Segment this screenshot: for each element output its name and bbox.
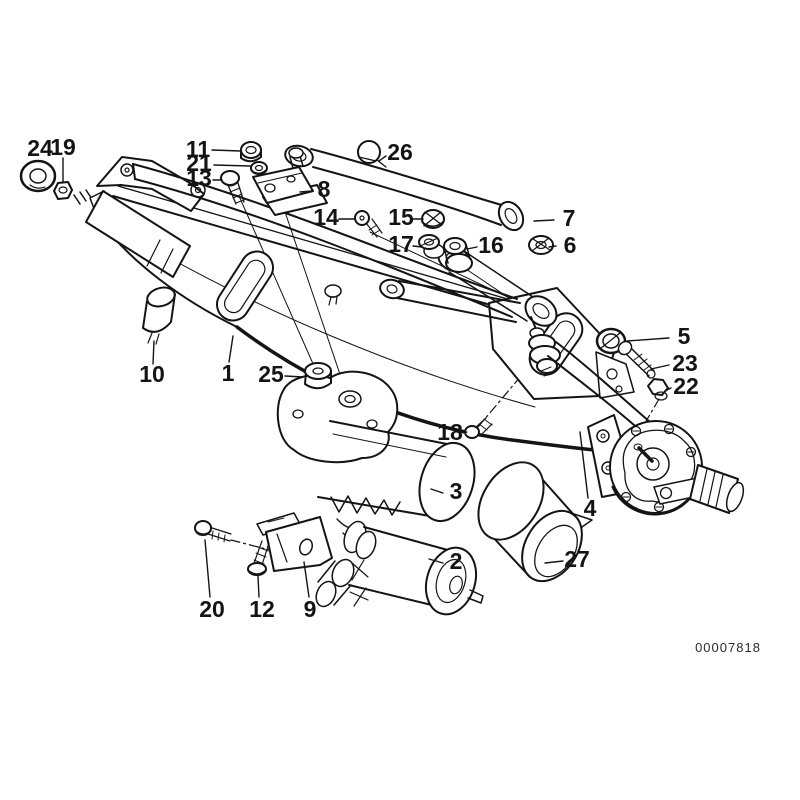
- washer-17: [418, 234, 445, 259]
- nut-11: [240, 141, 262, 163]
- frame-bolt: [324, 284, 342, 306]
- callout-23: 23: [672, 350, 698, 376]
- bolt-13: [220, 170, 245, 205]
- callout-9: 9: [304, 596, 317, 622]
- callout-24: 24: [27, 135, 53, 161]
- nut-15: [421, 209, 445, 229]
- bracket-8: [252, 147, 328, 216]
- callout-6: 6: [564, 232, 577, 258]
- gearbox-4: [587, 414, 709, 516]
- callout-27: 27: [564, 546, 590, 572]
- frame-bracket-arm: [595, 351, 635, 399]
- bushing-16: [443, 237, 473, 273]
- callout-17: 17: [388, 231, 414, 257]
- linkage-rod-lower: [132, 163, 518, 318]
- callout-25: 25: [258, 361, 284, 387]
- callout-26: 26: [387, 139, 413, 165]
- bolt-23: [617, 340, 656, 379]
- callout-19: 19: [50, 134, 76, 160]
- seal-ring-24: [19, 159, 57, 193]
- callout-5: 5: [678, 323, 691, 349]
- screw-12: [247, 540, 270, 576]
- callout-18: 18: [437, 419, 463, 445]
- callout-14: 14: [313, 204, 339, 230]
- callout-2: 2: [450, 548, 463, 574]
- callout-8: 8: [318, 176, 331, 202]
- mounting-bracket-9: [265, 516, 333, 572]
- callout-20: 20: [199, 596, 225, 622]
- callout-16: 16: [478, 232, 504, 258]
- brush-holder: [315, 558, 369, 608]
- hex-nut-19: [53, 181, 73, 200]
- image-id: 00007818: [695, 640, 761, 655]
- screw-14: [354, 210, 383, 238]
- connector-plug: [689, 464, 745, 514]
- callout-12: 12: [249, 596, 275, 622]
- callout-15: 15: [388, 204, 414, 230]
- callout-13: 13: [186, 165, 212, 191]
- motor-housing-3: [276, 370, 476, 523]
- drive-rod-right: [547, 341, 651, 433]
- washer-6: [528, 235, 554, 255]
- crank-assembly: [379, 245, 561, 377]
- cover-sleeve-27: [477, 461, 593, 583]
- washer-21: [250, 161, 268, 175]
- nut-22: [647, 378, 669, 401]
- callout-11: 11: [186, 136, 211, 162]
- cap-26: [357, 140, 387, 168]
- callout-10: 10: [139, 361, 165, 387]
- callout-7: 7: [563, 205, 576, 231]
- callout-21: 21: [186, 150, 212, 176]
- callout-3: 3: [450, 478, 463, 504]
- callout-22: 22: [673, 373, 699, 399]
- grommet-25: [304, 362, 332, 390]
- screw-20: [194, 520, 232, 543]
- callout-4: 4: [584, 495, 597, 521]
- armature-2: [343, 520, 484, 616]
- leader-lines: [62, 149, 672, 598]
- callout-1: 1: [222, 360, 235, 386]
- screw-18: [464, 417, 493, 439]
- cap-10: [142, 286, 176, 345]
